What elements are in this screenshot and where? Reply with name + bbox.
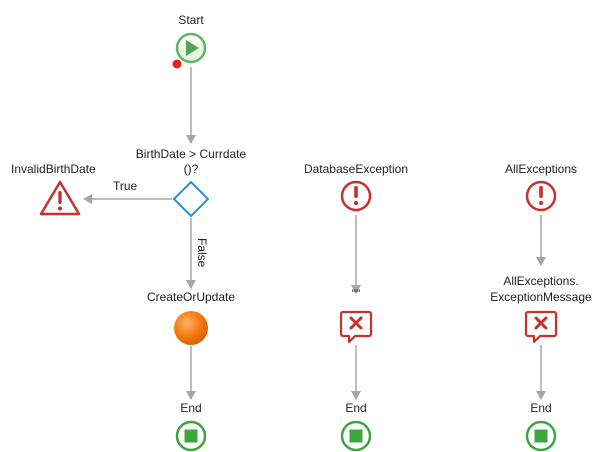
start-label: Start bbox=[178, 13, 204, 27]
raise-message-label: "" bbox=[351, 287, 361, 301]
false-edge-label: False bbox=[195, 238, 209, 268]
end-node-icon[interactable] bbox=[175, 420, 207, 452]
all-exceptions-label: AllExceptions bbox=[504, 162, 578, 176]
raise-message-label-line2: ExceptionMessage bbox=[490, 290, 592, 304]
raise-message-label-line1: AllExceptions. bbox=[503, 274, 579, 288]
exception-handler-icon[interactable] bbox=[340, 180, 372, 212]
invalid-birthdate-label: InvalidBirthDate bbox=[11, 162, 96, 176]
decision-label-line2: ()? bbox=[183, 162, 199, 176]
end-label: End bbox=[180, 401, 202, 415]
database-exception-label: DatabaseException bbox=[303, 162, 409, 176]
exception-handler-icon[interactable] bbox=[525, 180, 557, 212]
end-label: End bbox=[530, 401, 552, 415]
action-node-icon[interactable] bbox=[174, 311, 208, 345]
start-node-icon[interactable] bbox=[172, 32, 207, 69]
raise-exception-icon[interactable] bbox=[339, 310, 373, 344]
end-node-icon[interactable] bbox=[525, 420, 557, 452]
raise-exception-icon[interactable] bbox=[524, 310, 558, 344]
end-label: End bbox=[345, 401, 367, 415]
decision-node-icon[interactable] bbox=[172, 180, 210, 218]
warning-triangle-icon[interactable] bbox=[39, 180, 81, 216]
create-or-update-label: CreateOrUpdate bbox=[146, 290, 236, 304]
end-node-icon[interactable] bbox=[340, 420, 372, 452]
true-edge-label: True bbox=[113, 179, 138, 193]
decision-label-line1: BirthDate > Currdate bbox=[135, 147, 247, 161]
